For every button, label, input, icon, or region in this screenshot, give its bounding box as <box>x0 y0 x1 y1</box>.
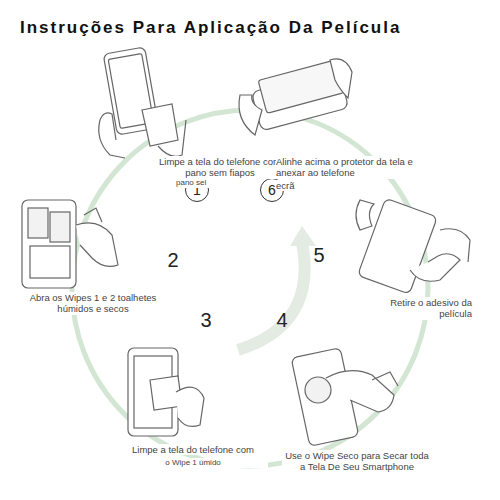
step-caption: Limpe a tela do telefone com <box>118 444 268 455</box>
step-caption: Limpe a tela do telefone com pano sem fi… <box>150 156 290 179</box>
title: Instruções Para Aplicação Da Película <box>20 18 401 38</box>
step-caption: o Wipe 1 úmido <box>118 458 268 468</box>
step-caption: pano sel <box>176 178 216 188</box>
step-number: 5 <box>309 243 329 267</box>
step-number: 3 <box>196 308 216 332</box>
step-caption: Retire o adesivo da película <box>372 297 472 320</box>
flow-arrow <box>238 242 305 350</box>
step-illustrations <box>22 47 470 446</box>
step-caption: ecrã <box>276 180 316 191</box>
flow-arrow-head <box>290 226 316 246</box>
step-caption: Abra os Wipes 1 e 2 toalhetes húmidos e … <box>18 292 168 315</box>
step-caption: Use o Wipe Seco para Secar toda a Tela D… <box>282 450 432 473</box>
step-caption: Alinhe acima o protetor da tela e anexar… <box>276 156 441 179</box>
step-number: 2 <box>163 248 183 272</box>
step-number: 6 <box>268 182 276 198</box>
step-number: 4 <box>272 308 292 332</box>
